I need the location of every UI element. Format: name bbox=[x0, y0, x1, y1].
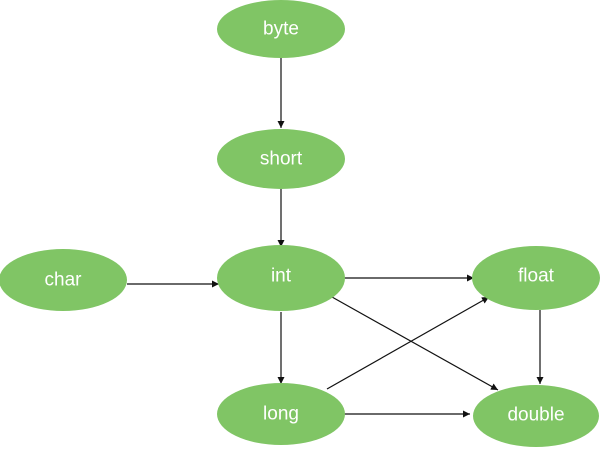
node-int-ellipse bbox=[217, 245, 345, 311]
node-int-label: int bbox=[271, 266, 292, 287]
edge-int-to-double bbox=[331, 296, 499, 391]
node-byte-label: byte bbox=[263, 19, 299, 40]
node-float-label: float bbox=[518, 266, 555, 287]
node-char: char bbox=[0, 249, 127, 311]
node-short-label: short bbox=[260, 149, 303, 170]
node-float-ellipse bbox=[472, 246, 600, 310]
edge-long-to-float bbox=[326, 296, 490, 390]
node-short-ellipse bbox=[217, 129, 345, 189]
node-byte: byte bbox=[217, 0, 345, 58]
node-char-label: char bbox=[45, 270, 83, 291]
node-double-label: double bbox=[507, 405, 564, 426]
edges-layer bbox=[127, 58, 544, 418]
node-byte-ellipse bbox=[217, 0, 345, 58]
node-char-ellipse bbox=[0, 249, 127, 311]
node-double: double bbox=[473, 385, 599, 447]
node-short: short bbox=[217, 129, 345, 189]
node-long: long bbox=[217, 383, 345, 445]
node-long-ellipse bbox=[217, 383, 345, 445]
node-float: float bbox=[472, 246, 600, 310]
node-long-label: long bbox=[263, 404, 299, 425]
node-int: int bbox=[217, 245, 345, 311]
node-double-ellipse bbox=[473, 385, 599, 447]
